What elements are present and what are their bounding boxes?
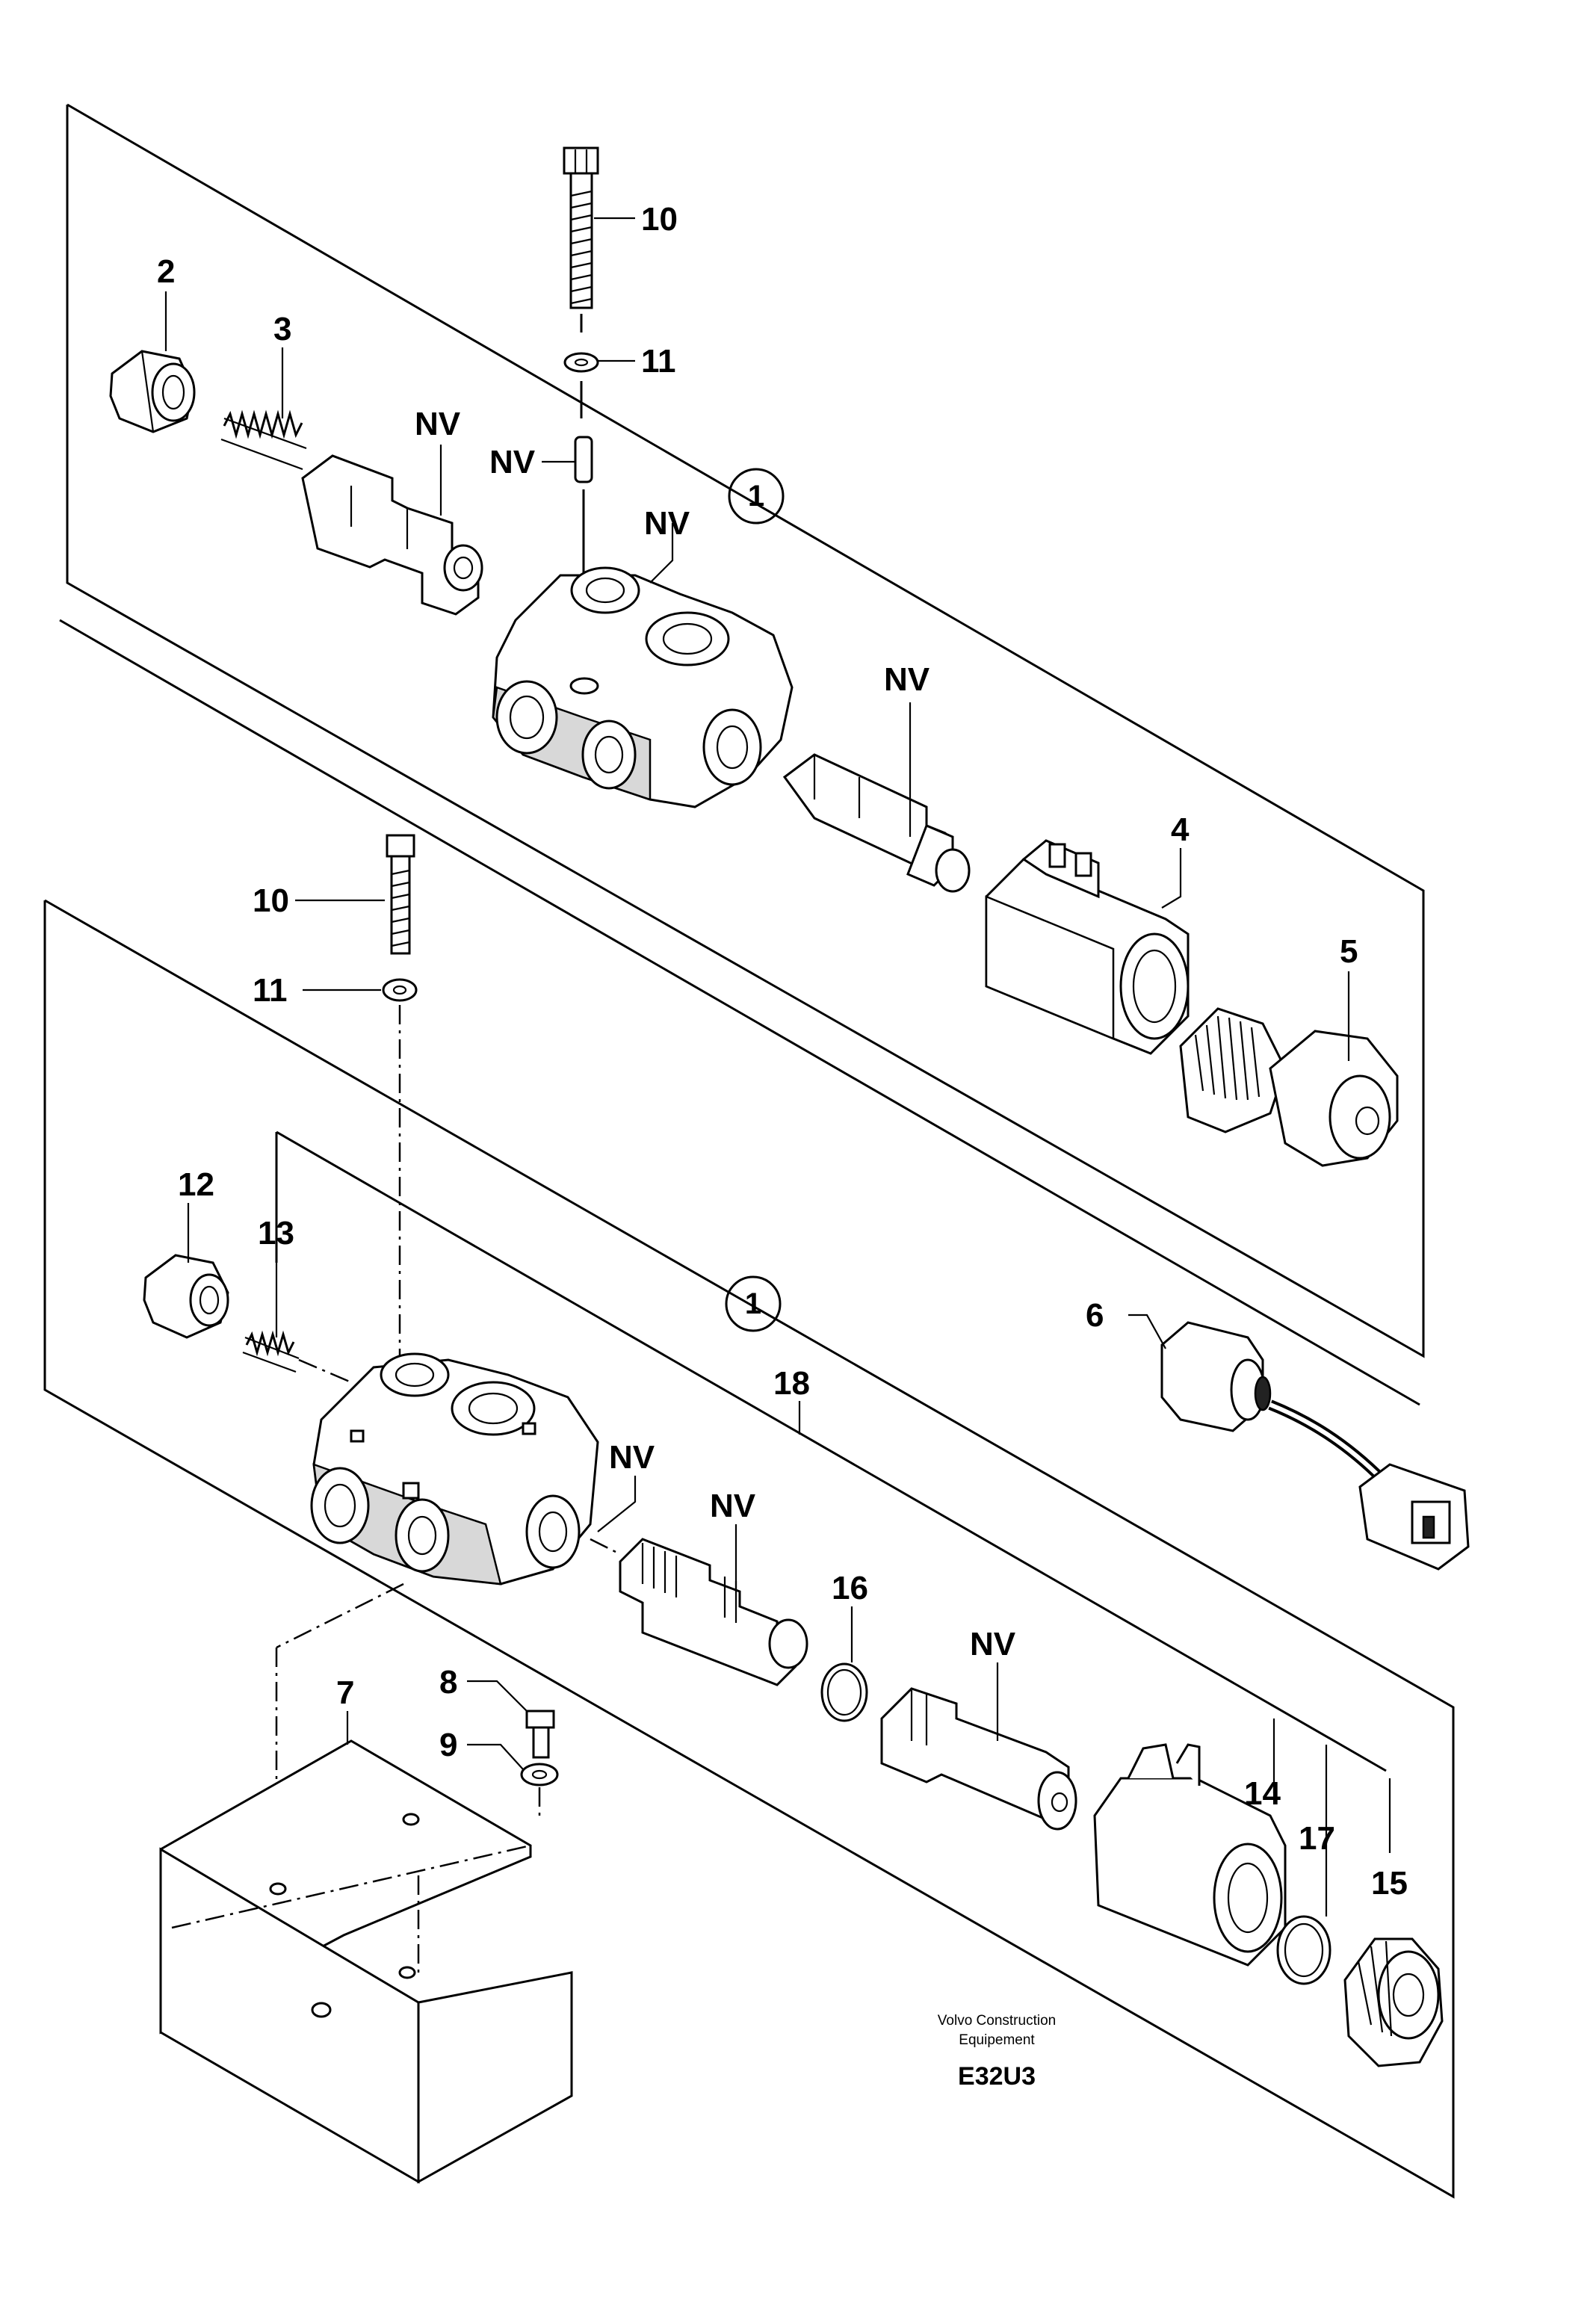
seal-ring-16 [820, 1662, 868, 1722]
knurled-nut-15 [1343, 1937, 1444, 2067]
callout-15: 15 [1371, 1865, 1408, 1902]
spring-13 [242, 1330, 300, 1373]
plug-12 [143, 1254, 229, 1339]
bolt-10-lower [386, 834, 415, 955]
callout-nv-pin-upper: NV [489, 444, 536, 480]
callout-17: 17 [1299, 1820, 1335, 1857]
callout-nv-body-upper: NV [644, 505, 690, 542]
valve-body-lower [310, 1352, 599, 1586]
bolt-8 [525, 1710, 555, 1759]
leader-lines [164, 217, 1391, 1917]
callout-11-upper: 11 [641, 343, 676, 380]
credit-line-2: Equipement [959, 2032, 1035, 2048]
callout-1-lower-text: 1 [745, 1287, 761, 1320]
washer-11-lower [382, 978, 418, 1002]
lower-assembly-panel [43, 899, 1455, 2199]
figure-credit: Volvo Construction Equipement E32U3 [938, 2013, 1056, 2091]
callout-14: 14 [1244, 1775, 1281, 1812]
callout-nv-cartridge-upper: NV [884, 661, 930, 698]
spool-upper [301, 454, 483, 616]
callout-10-upper: 10 [641, 201, 678, 238]
plug-2 [109, 350, 196, 433]
solenoid-coil-4 [985, 839, 1190, 1055]
callout-18: 18 [773, 1365, 810, 1402]
valve-body-upper [492, 566, 794, 808]
callout-nv-spool-lower: NV [710, 1488, 756, 1524]
callout-10-lower: 10 [253, 882, 289, 919]
upper-assembly-panel [59, 103, 1425, 1406]
callout-labels: 10 11 2 3 NV NV NV NV 4 5 10 11 12 13 6 … [157, 201, 1408, 1902]
callout-11-lower: 11 [253, 972, 288, 1009]
callout-2: 2 [157, 253, 175, 290]
callout-nv-spool-upper: NV [415, 406, 461, 442]
callout-7: 7 [336, 1674, 354, 1711]
callout-9: 9 [439, 1727, 457, 1763]
callout-4: 4 [1171, 811, 1190, 848]
callout-8: 8 [439, 1664, 457, 1701]
callout-12: 12 [178, 1166, 214, 1203]
spring-3 [220, 409, 307, 471]
cap-nut-5 [1269, 1030, 1399, 1167]
callout-1-upper-text: 1 [748, 480, 764, 513]
figure-code: E32U3 [958, 2062, 1036, 2091]
callout-nv-cartridge-lower: NV [970, 1626, 1016, 1662]
callout-13: 13 [258, 1215, 294, 1252]
seal-ring-17 [1276, 1915, 1331, 1985]
solenoid-coil-14 [1093, 1743, 1287, 1967]
spool-lower [619, 1538, 808, 1686]
assembly-callout-1-lower: 1 [725, 1275, 782, 1332]
cartridge-lower [880, 1687, 1077, 1831]
callout-nv-body-lower: NV [609, 1439, 655, 1476]
cartridge-upper [782, 753, 971, 893]
callout-5: 5 [1340, 933, 1358, 970]
assembly-axis-spool [590, 1538, 621, 1556]
callout-6: 6 [1086, 1297, 1104, 1334]
assembly-axis-spring [298, 1358, 352, 1384]
bolt-10-upper [563, 146, 599, 332]
credit-line-1: Volvo Construction [938, 2013, 1056, 2029]
callout-3: 3 [273, 311, 291, 347]
washer-11-upper [563, 352, 599, 418]
connector-plug-6 [1160, 1321, 1470, 1571]
assembly-callout-1-upper: 1 [728, 468, 785, 525]
mounting-bracket-7 [159, 1739, 573, 2184]
washer-9 [520, 1763, 559, 1816]
assembly-axis-bracket-a [276, 1583, 404, 1649]
callout-16: 16 [832, 1570, 868, 1606]
